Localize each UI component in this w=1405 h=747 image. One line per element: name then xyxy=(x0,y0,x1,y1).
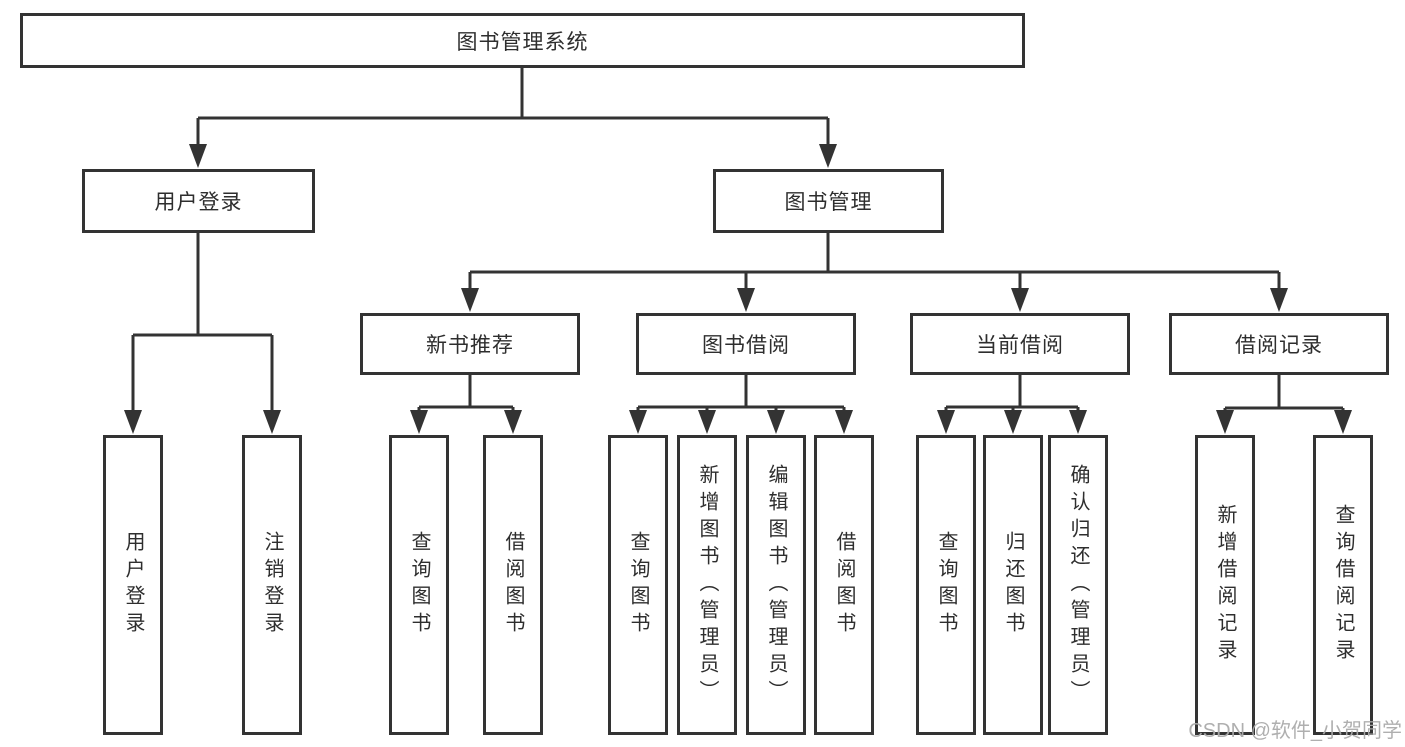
arrowhead xyxy=(1011,288,1029,312)
connector-current-borrow-to-leaves xyxy=(944,375,1080,414)
node-book-management: 图书管理 xyxy=(713,169,944,233)
leaf-label: 借阅图书 xyxy=(502,531,524,639)
leaf-label: 查询图书 xyxy=(627,531,649,639)
leaf-label: 新增借阅记录 xyxy=(1214,504,1236,666)
leaf-label: 新增图书（管理员） xyxy=(696,463,718,707)
arrowhead xyxy=(461,288,479,312)
arrowhead xyxy=(1004,410,1022,434)
node-label: 当前借阅 xyxy=(976,334,1064,357)
leaf-query-borrow-record: 查询借阅记录 xyxy=(1313,435,1373,735)
node-label: 图书管理系统 xyxy=(456,30,589,54)
arrowhead xyxy=(629,410,647,434)
connector-user-login-to-leaves xyxy=(131,233,274,414)
leaf-label: 确认归还（管理员） xyxy=(1067,463,1089,707)
node-book-borrowing: 图书借阅 xyxy=(636,313,856,375)
arrowhead xyxy=(835,410,853,434)
leaf-add-book-admin: 新增图书（管理员） xyxy=(677,435,737,735)
node-borrowing-records: 借阅记录 xyxy=(1169,313,1389,375)
arrowhead xyxy=(737,288,755,312)
connector-book-borrow-to-leaves xyxy=(636,375,846,414)
leaf-confirm-return-admin: 确认归还（管理员） xyxy=(1048,435,1108,735)
arrowhead xyxy=(263,410,281,434)
node-label: 借阅记录 xyxy=(1235,334,1323,357)
arrowhead xyxy=(1270,288,1288,312)
node-label: 图书借阅 xyxy=(702,334,790,357)
arrowhead xyxy=(504,410,522,434)
arrowhead xyxy=(410,410,428,434)
connector-borrow-records-to-leaves xyxy=(1223,375,1345,414)
arrowhead xyxy=(698,410,716,434)
node-current-borrowing: 当前借阅 xyxy=(910,313,1130,375)
leaf-label: 用户登录 xyxy=(122,531,144,639)
leaf-label: 查询借阅记录 xyxy=(1332,504,1354,666)
arrowhead xyxy=(124,410,142,434)
leaf-add-borrow-record: 新增借阅记录 xyxy=(1195,435,1255,735)
leaf-edit-book-admin: 编辑图书（管理员） xyxy=(746,435,806,735)
leaf-label: 借阅图书 xyxy=(833,531,855,639)
node-new-book-recommend: 新书推荐 xyxy=(360,313,580,375)
arrowhead xyxy=(1069,410,1087,434)
leaf-return-book: 归还图书 xyxy=(983,435,1043,735)
leaf-label: 归还图书 xyxy=(1002,531,1024,639)
node-user-login: 用户登录 xyxy=(82,169,315,233)
connector-book-mgmt-to-level3 xyxy=(468,233,1281,292)
node-label: 图书管理 xyxy=(784,191,873,214)
connector-root-to-level2 xyxy=(196,68,830,148)
leaf-borrow-books: 借阅图书 xyxy=(814,435,874,735)
node-library-management-system: 图书管理系统 xyxy=(20,13,1025,68)
arrowhead xyxy=(819,144,837,168)
leaf-query-books-recommend: 查询图书 xyxy=(389,435,449,735)
arrowhead xyxy=(189,144,207,168)
leaf-query-books-current: 查询图书 xyxy=(916,435,976,735)
node-label: 新书推荐 xyxy=(426,334,514,357)
arrowhead xyxy=(767,410,785,434)
arrowhead xyxy=(937,410,955,434)
csdn-watermark: CSDN @软件_小贺同学 xyxy=(1188,720,1402,742)
leaf-label: 编辑图书（管理员） xyxy=(765,463,787,707)
leaf-query-books-borrow: 查询图书 xyxy=(608,435,668,735)
arrowhead xyxy=(1334,410,1352,434)
leaf-label: 查询图书 xyxy=(935,531,957,639)
leaf-logout: 注销登录 xyxy=(242,435,302,735)
leaf-user-login: 用户登录 xyxy=(103,435,163,735)
leaf-borrow-books-recommend: 借阅图书 xyxy=(483,435,543,735)
connector-new-book-to-leaves xyxy=(417,375,515,414)
leaf-label: 查询图书 xyxy=(408,531,430,639)
leaf-label: 注销登录 xyxy=(261,531,283,639)
node-label: 用户登录 xyxy=(154,191,243,214)
arrowhead xyxy=(1216,410,1234,434)
